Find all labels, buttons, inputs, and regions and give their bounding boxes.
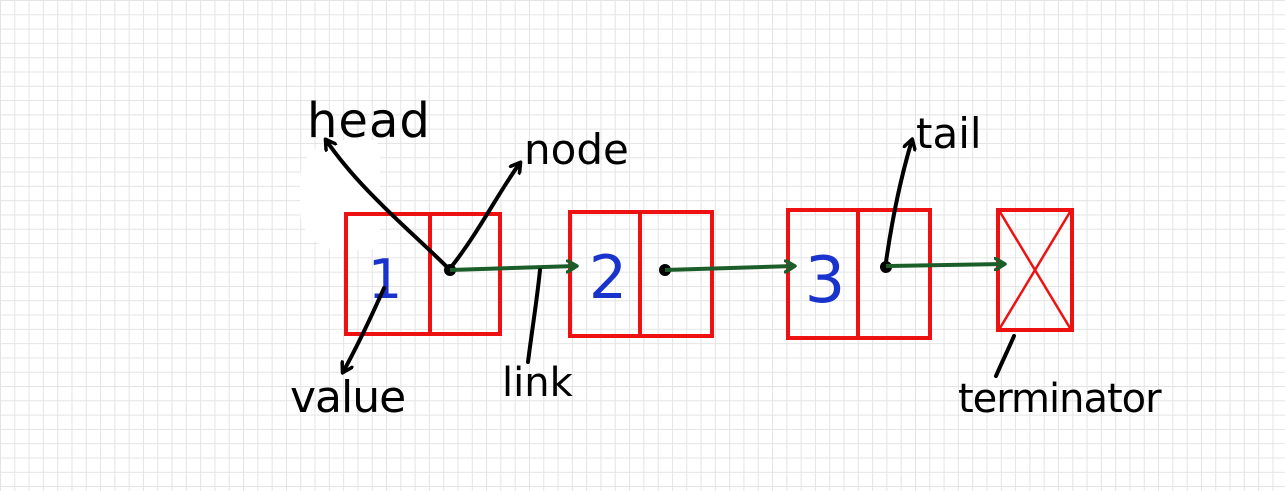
node-1: 1 xyxy=(344,212,502,336)
node-3-value: 3 xyxy=(805,244,846,318)
link-pointer-line xyxy=(526,268,542,364)
node-1-box xyxy=(344,212,502,336)
link-arrow-3-to-terminator xyxy=(885,264,1004,266)
node-label: node xyxy=(524,125,629,174)
node-2: 2 xyxy=(568,210,714,338)
terminator-box xyxy=(996,208,1074,332)
value-label: value xyxy=(290,372,405,423)
head-arrow xyxy=(326,140,450,270)
node-2-value: 2 xyxy=(589,243,627,313)
tail-arrow xyxy=(884,140,912,264)
terminator-label: terminator xyxy=(958,376,1162,422)
link-arrow-1-to-2 xyxy=(449,266,576,270)
link-label: link xyxy=(502,360,574,406)
node-1-value: 1 xyxy=(368,248,402,311)
node-3: 3 xyxy=(786,208,932,340)
value-arrow xyxy=(343,286,386,372)
terminator-cross-b xyxy=(998,211,1072,329)
tail-label: tail xyxy=(916,109,982,158)
link-arrow-2-to-3 xyxy=(664,266,794,270)
terminator-pointer-line xyxy=(994,334,1016,378)
node-arrow xyxy=(450,163,520,268)
head-label: head xyxy=(307,93,431,149)
